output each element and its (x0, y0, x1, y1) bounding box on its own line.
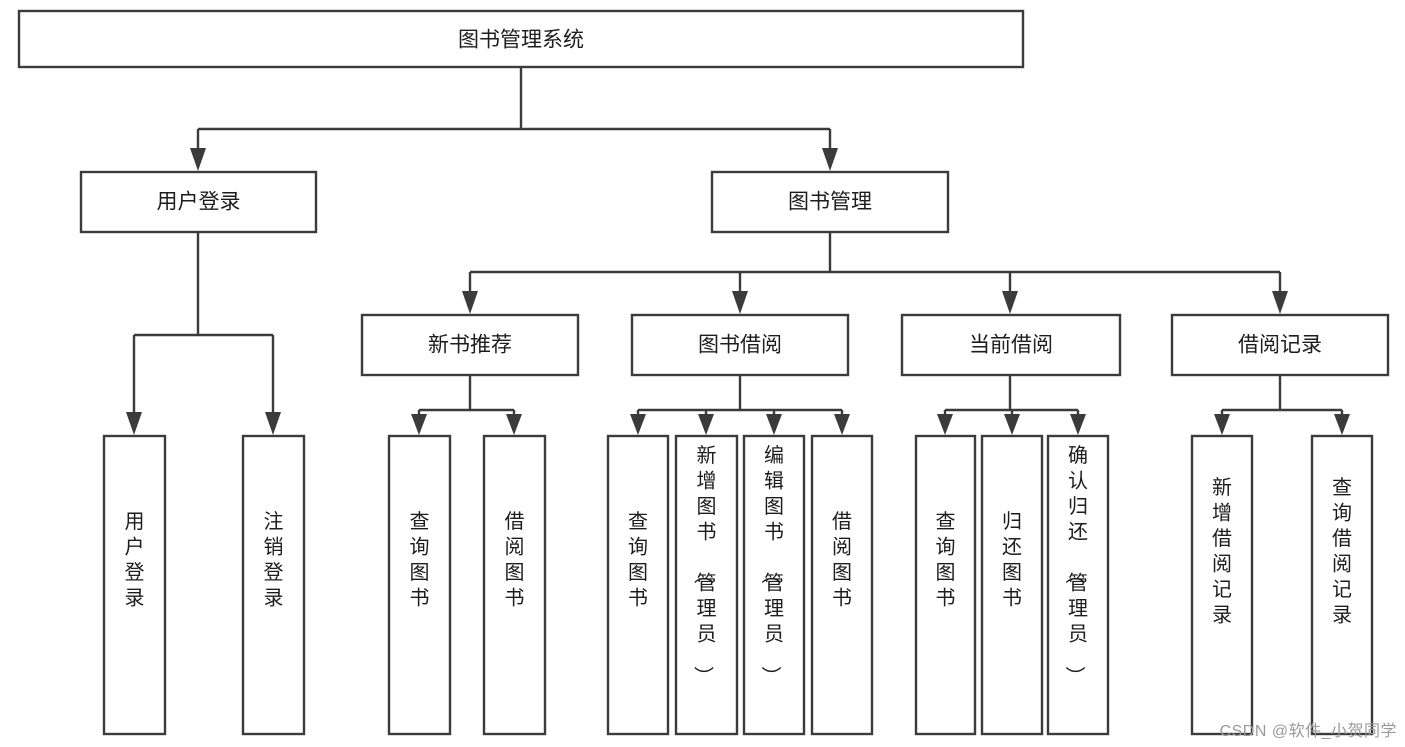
node-current-borrow-box (900, 313, 1122, 377)
node-new-book-recommend[interactable]: 新书推荐 (360, 313, 580, 377)
node-leaf-query-book-1-box (387, 434, 452, 736)
arrow-borrow-to-edit (766, 414, 782, 435)
node-book-borrow-label: 图书借阅 (698, 334, 782, 357)
node-leaf-return-book-label: 归还图书 (1002, 510, 1022, 610)
node-book-borrow-box (630, 313, 850, 377)
node-leaf-query-book-2[interactable]: 查询图书 (606, 434, 670, 736)
node-leaf-logout-label: 注销登录 (264, 510, 284, 610)
node-leaf-query-borrow-record-label: 查询借阅记录 (1332, 476, 1352, 627)
arrow-records-to-add (1214, 414, 1230, 435)
node-leaf-add-book-admin-box (674, 434, 739, 736)
node-leaf-add-borrow-record-label: 新增借阅记录 (1212, 476, 1232, 627)
arrow-newbook-to-query (411, 414, 427, 435)
node-leaf-query-book-1[interactable]: 查询图书 (387, 434, 452, 736)
node-book-management-box (710, 170, 950, 234)
arrow-current-to-confirm (1070, 414, 1086, 435)
arrow-bookmgmt-to-current (1002, 291, 1018, 314)
node-leaf-borrow-book-1[interactable]: 借阅图书 (482, 434, 547, 736)
node-root-box (17, 9, 1025, 69)
arrow-newbook-to-borrow (506, 414, 522, 435)
arrow-root-to-bookmgmt (822, 148, 838, 171)
node-leaf-return-book[interactable]: 归还图书 (980, 434, 1044, 736)
node-leaf-query-borrow-record-box (1310, 434, 1374, 736)
node-leaf-confirm-return-admin[interactable]: 确认归还（管理员） (1046, 434, 1110, 736)
node-leaf-confirm-return-admin-label: 确认归还（管理员） (1063, 444, 1088, 686)
node-leaf-edit-book-admin-box (742, 434, 806, 736)
node-new-book-recommend-box (360, 313, 580, 377)
node-leaf-query-borrow-record[interactable]: 查询借阅记录 (1310, 434, 1374, 736)
arrow-login-to-logout (265, 412, 281, 435)
arrow-current-to-query (937, 414, 953, 435)
node-book-management-label: 图书管理 (788, 191, 872, 214)
node-user-login-label: 用户登录 (157, 191, 241, 214)
csdn-watermark: CSDN @软件_小贺同学 (1219, 723, 1397, 740)
arrow-bookmgmt-to-newbook (462, 291, 478, 314)
node-leaf-borrow-book-2-label: 借阅图书 (832, 510, 852, 610)
node-leaf-query-book-3-box (914, 434, 977, 736)
node-leaf-add-borrow-record-box (1190, 434, 1254, 736)
arrow-bookmgmt-to-borrow (732, 291, 748, 314)
node-leaf-logout[interactable]: 注销登录 (241, 434, 306, 736)
node-leaf-query-book-2-box (606, 434, 670, 736)
arrow-records-to-query (1334, 414, 1350, 435)
node-leaf-logout-box (241, 434, 306, 736)
node-leaf-add-book-admin[interactable]: 新增图书（管理员） (674, 434, 739, 736)
arrow-borrow-to-query (630, 414, 646, 435)
node-current-borrow[interactable]: 当前借阅 (900, 313, 1122, 377)
node-leaf-user-login[interactable]: 用户登录 (102, 434, 167, 736)
node-leaf-edit-book-admin-label: 编辑图书（管理员） (759, 444, 784, 686)
node-leaf-confirm-return-admin-box (1046, 434, 1110, 736)
node-user-login[interactable]: 用户登录 (79, 170, 318, 234)
node-leaf-add-borrow-record[interactable]: 新增借阅记录 (1190, 434, 1254, 736)
arrow-current-to-return (1004, 414, 1020, 435)
arrow-root-to-login (190, 148, 206, 171)
node-leaf-query-book-3-label: 查询图书 (936, 510, 956, 610)
node-leaf-borrow-book-2-box (810, 434, 874, 736)
node-borrow-records-label: 借阅记录 (1238, 334, 1322, 357)
node-leaf-query-book-3[interactable]: 查询图书 (914, 434, 977, 736)
node-user-login-box (79, 170, 318, 234)
node-leaf-return-book-box (980, 434, 1044, 736)
arrow-login-to-userlogin (126, 412, 142, 435)
node-leaf-user-login-label: 用户登录 (125, 511, 145, 610)
arrow-bookmgmt-to-records (1272, 291, 1288, 314)
node-leaf-borrow-book-2[interactable]: 借阅图书 (810, 434, 874, 736)
node-leaf-user-login-box (102, 434, 167, 736)
node-book-borrow[interactable]: 图书借阅 (630, 313, 850, 377)
node-new-book-recommend-label: 新书推荐 (428, 334, 512, 357)
node-leaf-edit-book-admin[interactable]: 编辑图书（管理员） (742, 434, 806, 736)
arrow-borrow-to-lend (834, 414, 850, 435)
node-leaf-query-book-2-label: 查询图书 (628, 510, 648, 610)
node-current-borrow-label: 当前借阅 (969, 334, 1053, 357)
node-leaf-borrow-book-1-box (482, 434, 547, 736)
arrow-borrow-to-add (698, 414, 714, 435)
node-leaf-query-book-1-label: 查询图书 (410, 510, 430, 610)
node-borrow-records-box (1170, 313, 1390, 377)
node-borrow-records[interactable]: 借阅记录 (1170, 313, 1390, 377)
edge-layer (126, 67, 1350, 435)
node-leaf-add-book-admin-label: 新增图书（管理员） (692, 444, 717, 686)
node-leaf-borrow-book-1-label: 借阅图书 (505, 510, 525, 610)
node-book-management[interactable]: 图书管理 (710, 170, 950, 234)
node-root-system[interactable]: 图书管理系统 (17, 9, 1025, 69)
node-root-label: 图书管理系统 (458, 29, 584, 52)
